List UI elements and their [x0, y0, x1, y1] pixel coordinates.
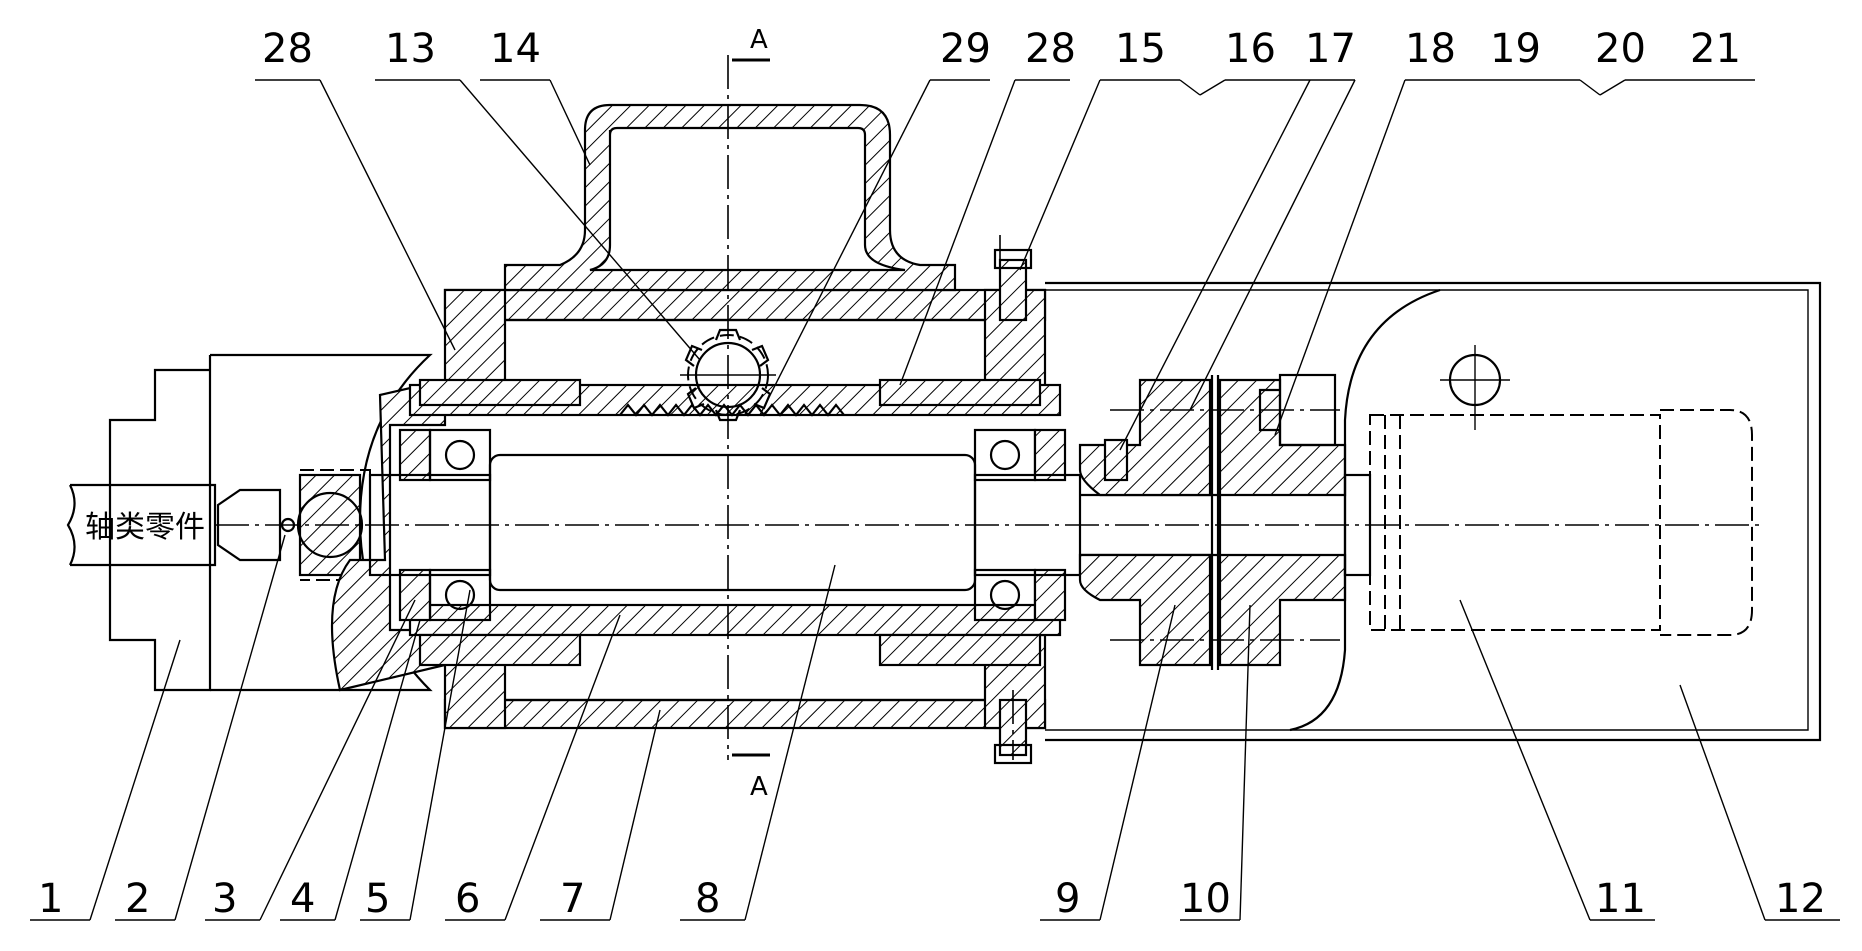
part-number-15: 15 — [1115, 26, 1166, 72]
left-end-cover — [330, 378, 447, 692]
workpiece-label: 轴类零件 — [85, 510, 205, 545]
part-number-6: 6 — [455, 876, 480, 922]
part-number-12: 12 — [1775, 876, 1826, 922]
part-number-10: 10 — [1180, 876, 1231, 922]
part-number-1: 1 — [38, 876, 63, 922]
part-number-14: 14 — [490, 26, 541, 72]
top-callouts: 28 13 14 29 28 15 16 17 18 19 20 21 — [255, 26, 1755, 451]
part-number-18: 18 — [1405, 26, 1456, 72]
part-number-8: 8 — [695, 876, 720, 922]
part-number-11: 11 — [1595, 876, 1646, 922]
part-number-21: 21 — [1690, 26, 1741, 72]
part-number-7: 7 — [560, 876, 585, 922]
part-number-13: 13 — [385, 26, 436, 72]
part-number-5: 5 — [365, 876, 390, 922]
bottom-callouts: 1 2 3 4 5 6 7 8 9 10 11 12 — [30, 534, 1840, 922]
part-number-20: 20 — [1595, 26, 1646, 72]
part-number-9: 9 — [1055, 876, 1080, 922]
part-number-16: 16 — [1225, 26, 1276, 72]
part-number-2: 2 — [125, 876, 150, 922]
part-number-3: 3 — [212, 876, 237, 922]
section-marks: A A — [732, 25, 770, 802]
part-number-28b: 28 — [1025, 26, 1076, 72]
part-number-19: 19 — [1490, 26, 1541, 72]
top-bracket — [503, 103, 957, 292]
workpiece-shaft: 轴类零件 — [66, 483, 217, 567]
motor — [1343, 345, 1753, 636]
section-mark-top: A — [750, 25, 768, 55]
coupling — [1078, 373, 1347, 670]
part-number-4: 4 — [290, 876, 315, 922]
section-mark-bottom: A — [750, 772, 768, 802]
quill-sleeve — [408, 378, 1062, 667]
part-number-28a: 28 — [262, 26, 313, 72]
bearings — [398, 428, 1067, 622]
part-number-17: 17 — [1305, 26, 1356, 72]
center-lines — [215, 55, 1760, 760]
motor-guard — [1045, 281, 1822, 742]
part-number-29: 29 — [940, 26, 991, 72]
